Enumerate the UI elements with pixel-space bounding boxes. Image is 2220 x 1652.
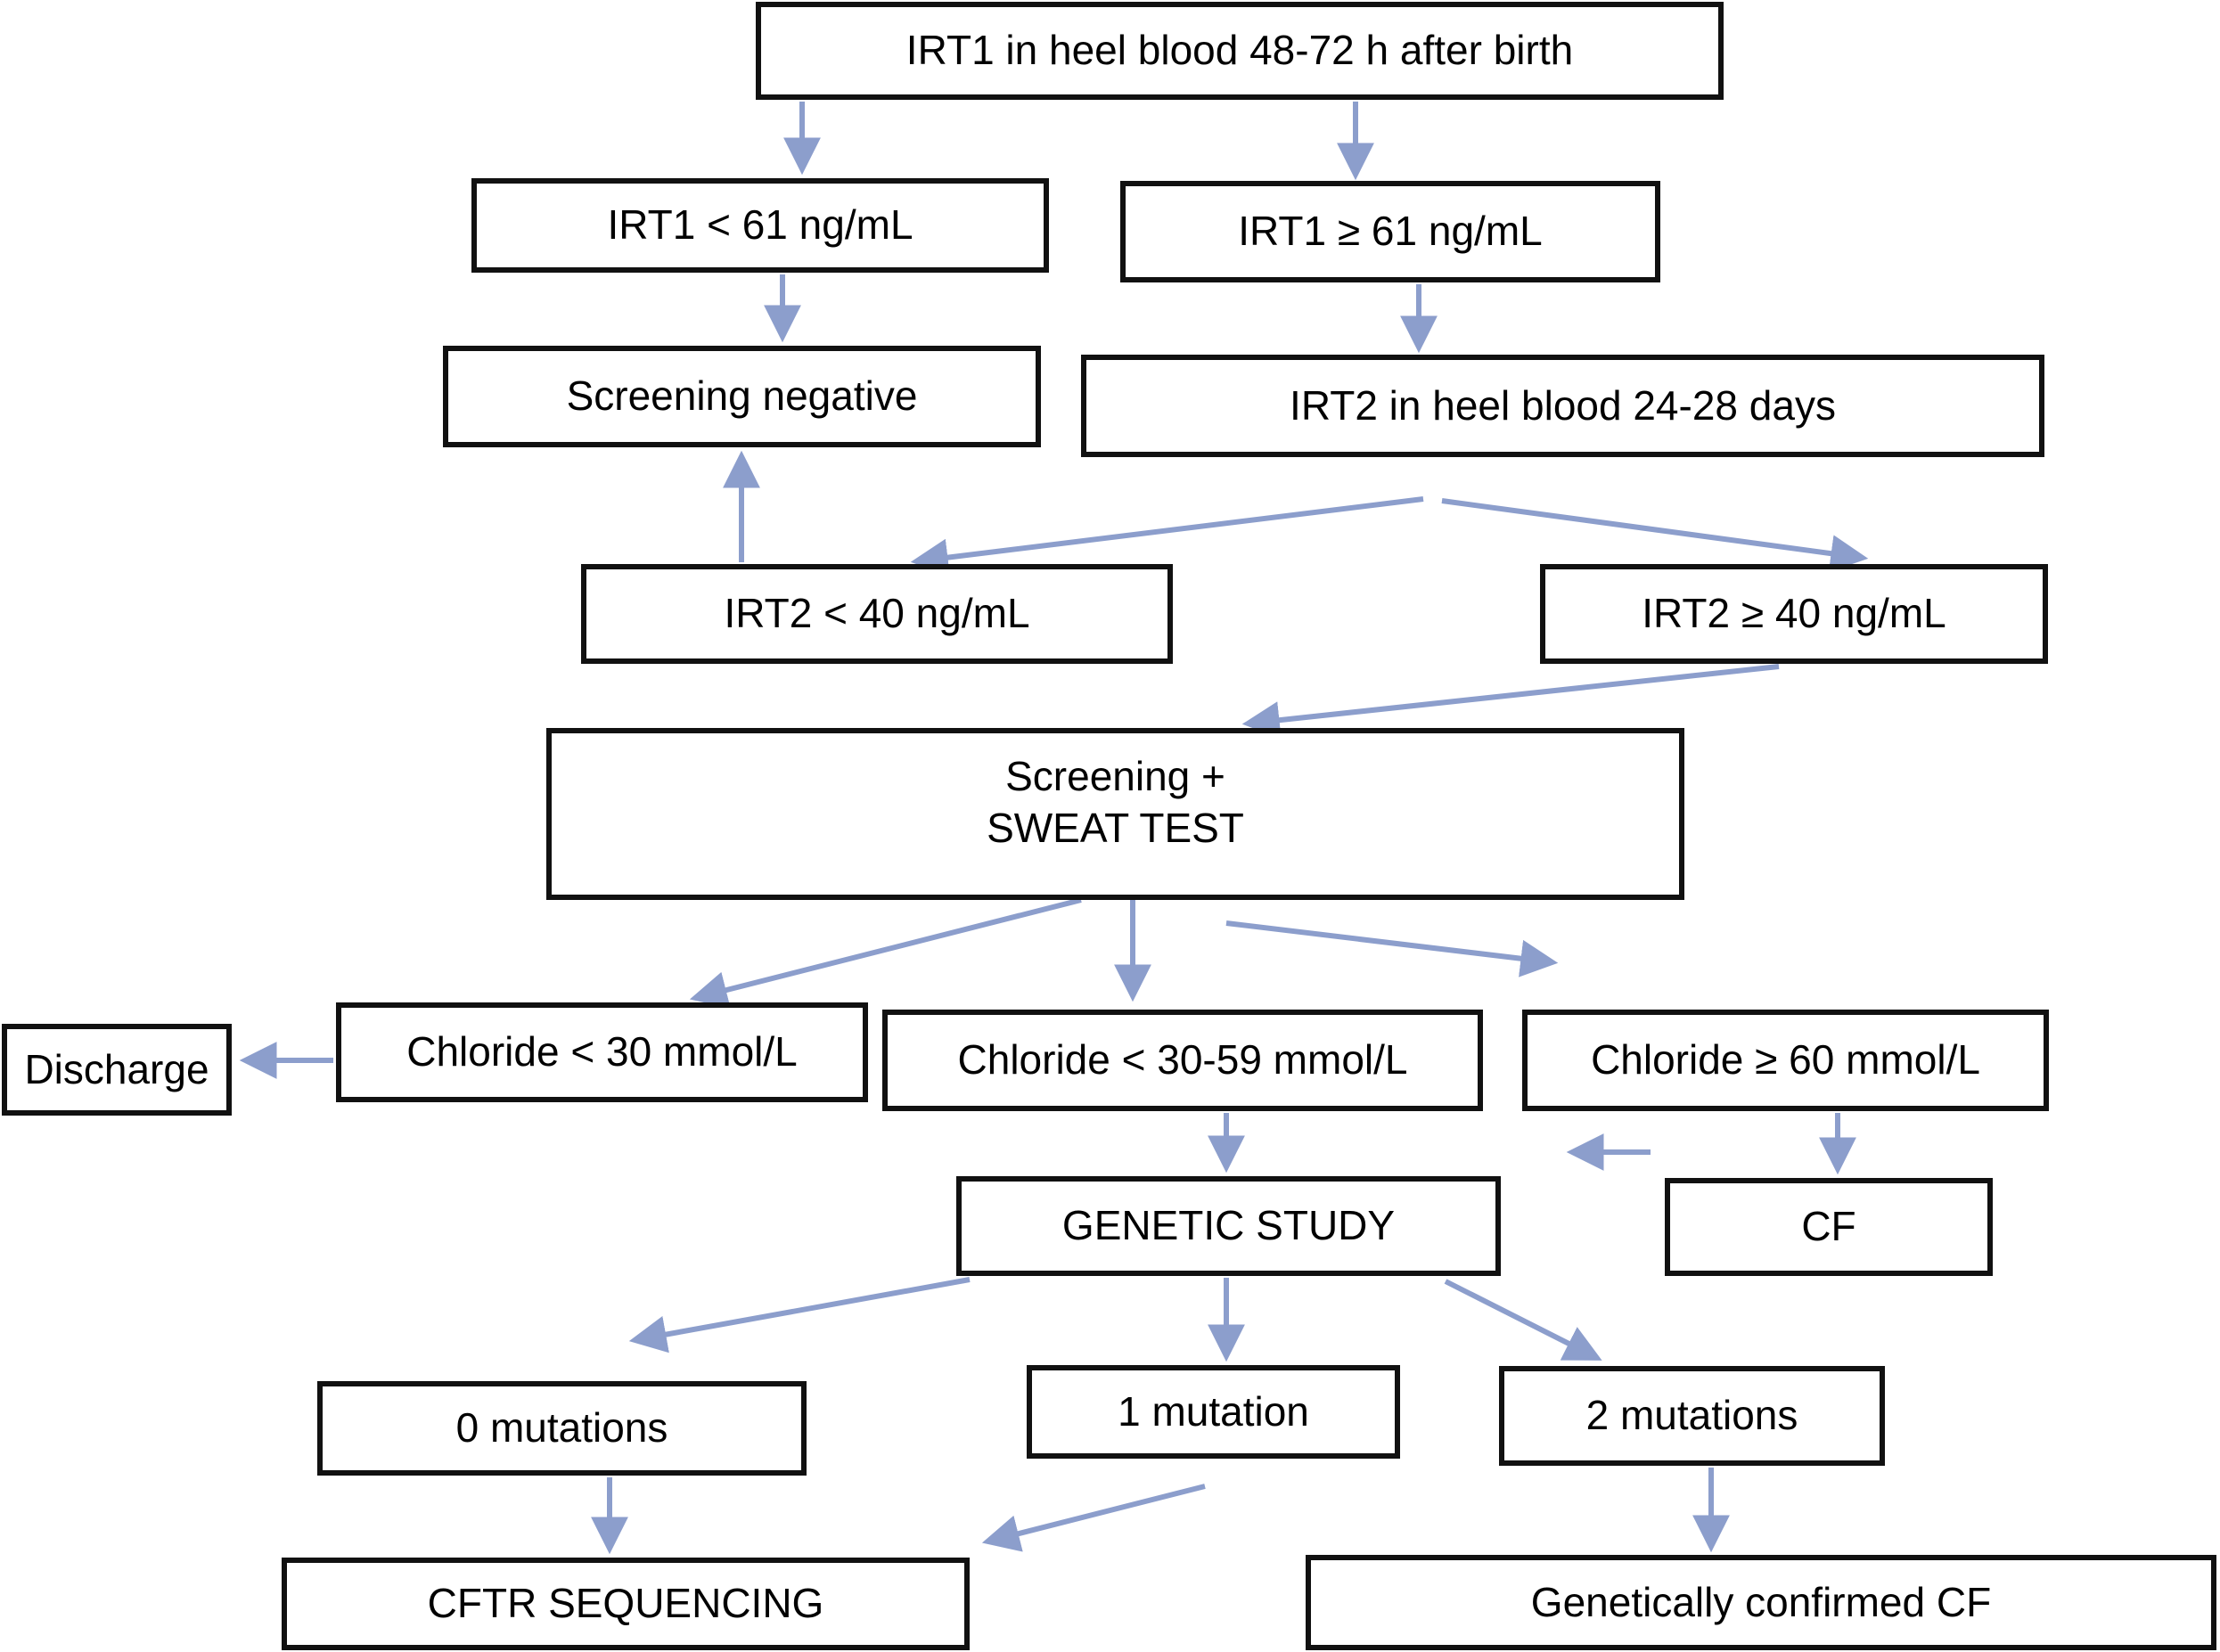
node-label: IRT2 ≥ 40 ng/mL — [1642, 590, 1946, 637]
node-label-line1: Screening + — [1005, 753, 1225, 799]
node-label: IRT1 ≥ 61 ng/mL — [1238, 208, 1543, 255]
node-irt1-heel-blood: IRT1 in heel blood 48-72 h after birth — [756, 2, 1724, 100]
node-chloride-30-59: Chloride < 30-59 mmol/L — [882, 1010, 1483, 1111]
node-label: CFTR SEQUENCING — [427, 1580, 824, 1627]
node-irt1-below-61: IRT1 < 61 ng/mL — [471, 178, 1049, 273]
node-label: Chloride ≥ 60 mmol/L — [1591, 1036, 1980, 1084]
node-label: Genetically confirmed CF — [1530, 1578, 1992, 1625]
node-irt2-below-40: IRT2 < 40 ng/mL — [581, 564, 1173, 664]
node-label: Chloride < 30 mmol/L — [406, 1028, 798, 1075]
arrow-sweattest-to-chloridelow — [689, 897, 1082, 1009]
node-chloride-below-30: Chloride < 30 mmol/L — [336, 1002, 868, 1102]
node-irt2-heel-blood: IRT2 in heel blood 24-28 days — [1081, 355, 2044, 457]
arrow-genetic-to-mut0 — [628, 1277, 971, 1353]
node-chloride-above-60: Chloride ≥ 60 mmol/L — [1522, 1010, 2049, 1111]
node-2-mutations: 2 mutations — [1499, 1366, 1885, 1466]
node-label: Discharge — [24, 1045, 209, 1092]
arrow-irt2heel-to-irt2high — [1441, 498, 1869, 573]
node-irt2-above-40: IRT2 ≥ 40 ng/mL — [1540, 564, 2048, 664]
node-label: IRT1 in heel blood 48-72 h after birth — [905, 27, 1574, 74]
node-label: IRT2 in heel blood 24-28 days — [1290, 381, 1836, 429]
node-label: Screening negative — [566, 372, 918, 420]
node-1-mutation: 1 mutation — [1027, 1365, 1400, 1459]
node-label-line2: SWEAT TEST — [987, 804, 1244, 851]
node-genetic-study: GENETIC STUDY — [956, 1176, 1501, 1276]
node-label: IRT2 < 40 ng/mL — [724, 590, 1030, 637]
node-label: 2 mutations — [1585, 1392, 1798, 1439]
arrow-irt2high-to-sweattest — [1241, 664, 1780, 740]
node-cftr-sequencing: CFTR SEQUENCING — [282, 1558, 970, 1650]
node-label: Chloride < 30-59 mmol/L — [957, 1036, 1408, 1084]
node-genetically-confirmed-cf: Genetically confirmed CF — [1306, 1555, 2216, 1650]
node-screening-sweat-test: Screening + SWEAT TEST — [546, 728, 1684, 900]
arrow-irt2heel-to-irt2low — [910, 496, 1424, 577]
node-irt1-above-61: IRT1 ≥ 61 ng/mL — [1120, 181, 1660, 282]
node-screening-negative: Screening negative — [443, 346, 1041, 447]
node-label: GENETIC STUDY — [1061, 1202, 1396, 1249]
arrow-sweattest-to-chloridehigh — [1225, 920, 1559, 977]
node-label: 0 mutations — [455, 1404, 668, 1452]
node-cf: CF — [1665, 1178, 1993, 1276]
node-label: IRT1 < 61 ng/mL — [607, 201, 913, 249]
arrow-genetic-to-mut2 — [1444, 1279, 1602, 1361]
node-label: 1 mutation — [1118, 1387, 1309, 1435]
node-label: CF — [1801, 1203, 1856, 1250]
arrow-mut1-to-cftrseq — [981, 1484, 1206, 1552]
node-discharge: Discharge — [2, 1024, 232, 1116]
node-0-mutations: 0 mutations — [317, 1381, 807, 1476]
